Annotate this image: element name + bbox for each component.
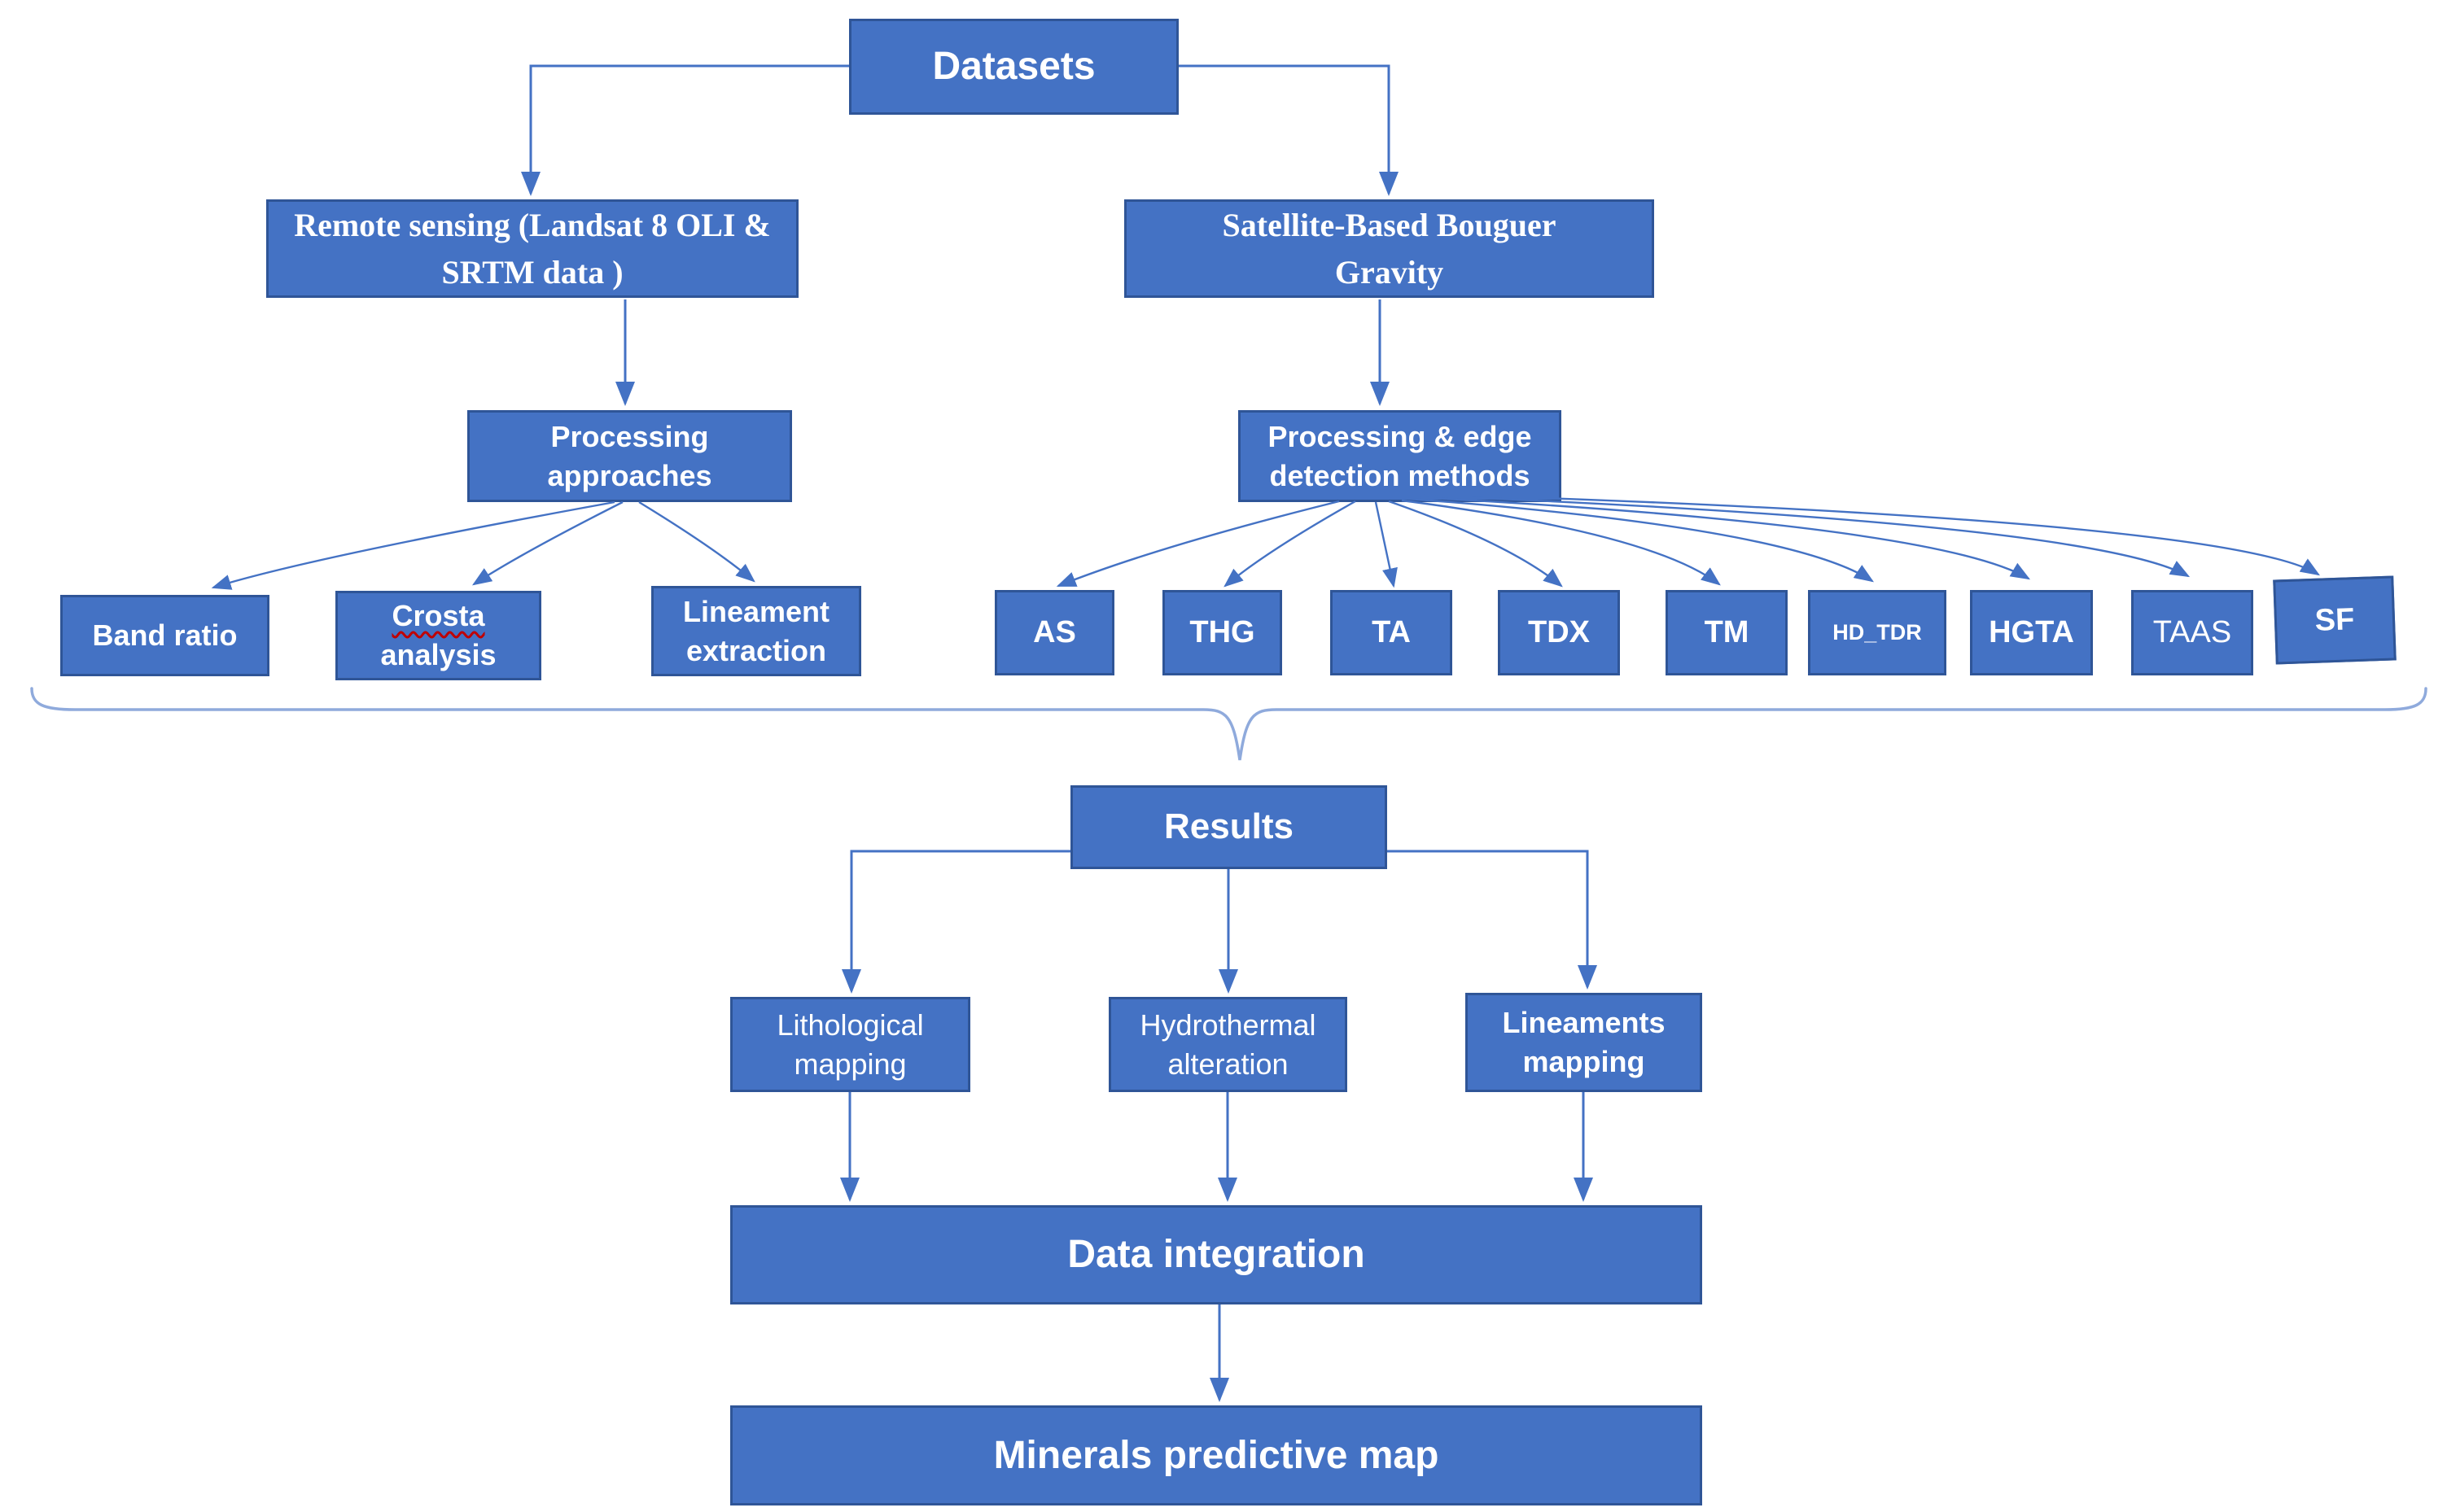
connector-edge-sf xyxy=(1424,492,2321,576)
connector-datasets-satellite xyxy=(1179,64,1399,196)
node-lineament-extraction: Lineament extraction xyxy=(651,586,861,676)
node-method-hdtdr-label: HD_TDR xyxy=(1832,619,1922,645)
node-hydrothermal-alteration: Hydrothermal alteration xyxy=(1109,997,1347,1092)
node-method-ta-label: TA xyxy=(1372,615,1411,650)
node-edge-detection: Processing & edge detection methods xyxy=(1238,410,1561,502)
node-data-integration-label: Data integration xyxy=(1067,1233,1365,1277)
node-method-as-label: AS xyxy=(1033,615,1076,650)
connector-processing-crosta xyxy=(471,500,624,586)
node-method-thg-label: THG xyxy=(1189,615,1255,650)
node-method-thg: THG xyxy=(1162,590,1282,675)
node-lineaments-mapping: Lineaments mapping xyxy=(1465,993,1702,1092)
node-results: Results xyxy=(1070,785,1387,869)
node-datasets: Datasets xyxy=(849,19,1179,115)
node-datasets-label: Datasets xyxy=(932,45,1096,89)
connector-edge-tdx xyxy=(1388,500,1563,588)
node-method-tdx-label: TDX xyxy=(1528,615,1590,650)
node-method-ta: TA xyxy=(1330,590,1452,675)
node-results-label: Results xyxy=(1164,806,1294,847)
node-method-tm-label: TM xyxy=(1704,615,1749,650)
connector-edge-as xyxy=(1056,500,1340,588)
node-method-tm: TM xyxy=(1666,590,1788,675)
node-remote-sensing-label: Remote sensing (Landsat 8 OLI & SRTM dat… xyxy=(294,206,771,291)
node-processing-approaches: Processing approaches xyxy=(467,410,792,502)
node-band-ratio-label: Band ratio xyxy=(92,618,238,653)
node-lithological-mapping: Lithological mapping xyxy=(730,997,970,1092)
node-lithological-mapping-label: Lithological mapping xyxy=(777,1007,924,1081)
node-method-sf: SF xyxy=(2273,575,2397,665)
node-processing-approaches-label: Processing approaches xyxy=(547,419,712,492)
node-method-taas-label: TAAS xyxy=(2152,615,2232,650)
node-method-hdtdr: HD_TDR xyxy=(1808,590,1946,675)
node-satellite-gravity: Satellite-Based Bouguer Gravity xyxy=(1124,199,1654,298)
node-lineaments-mapping-label: Lineaments mapping xyxy=(1502,1006,1666,1078)
node-lineament-extraction-label: Lineament extraction xyxy=(682,594,830,667)
connector-datasets-remote xyxy=(521,64,849,196)
brace xyxy=(30,687,2427,761)
node-crosta-analysis: Crosta analysis xyxy=(335,591,541,680)
node-hydrothermal-alteration-label: Hydrothermal alteration xyxy=(1140,1007,1316,1081)
node-method-as: AS xyxy=(995,590,1114,675)
node-minerals-predictive-map: Minerals predictive map xyxy=(730,1405,1702,1505)
connector-edge-thg xyxy=(1224,500,1356,588)
node-edge-detection-label: Processing & edge detection methods xyxy=(1267,419,1532,492)
node-method-sf-label: SF xyxy=(2313,602,2355,638)
connector-edge-hdtdr xyxy=(1407,497,1875,583)
connector-edge-ta xyxy=(1374,501,1398,588)
node-remote-sensing: Remote sensing (Landsat 8 OLI & SRTM dat… xyxy=(266,199,799,298)
node-method-hgta-label: HGTA xyxy=(1989,615,2074,650)
node-crosta-line2: analysis xyxy=(380,638,497,671)
node-data-integration: Data integration xyxy=(730,1205,1702,1304)
connector-edge-tm xyxy=(1401,499,1721,586)
node-band-ratio: Band ratio xyxy=(60,595,269,676)
connector-processing-bandratio xyxy=(211,500,615,590)
node-minerals-predictive-map-label: Minerals predictive map xyxy=(993,1433,1439,1477)
connector-edge-taas xyxy=(1420,494,2191,578)
connector-edge-hgta xyxy=(1414,496,2031,580)
node-crosta-line1: Crosta xyxy=(392,599,485,633)
node-method-tdx: TDX xyxy=(1498,590,1620,675)
node-method-hgta: HGTA xyxy=(1970,590,2093,675)
connector-results-lithological xyxy=(842,850,1070,994)
connector-processing-lineament xyxy=(638,500,755,583)
node-method-taas: TAAS xyxy=(2131,590,2253,675)
connector-results-lineaments xyxy=(1387,850,1597,990)
node-satellite-gravity-label: Satellite-Based Bouguer Gravity xyxy=(1222,206,1556,291)
